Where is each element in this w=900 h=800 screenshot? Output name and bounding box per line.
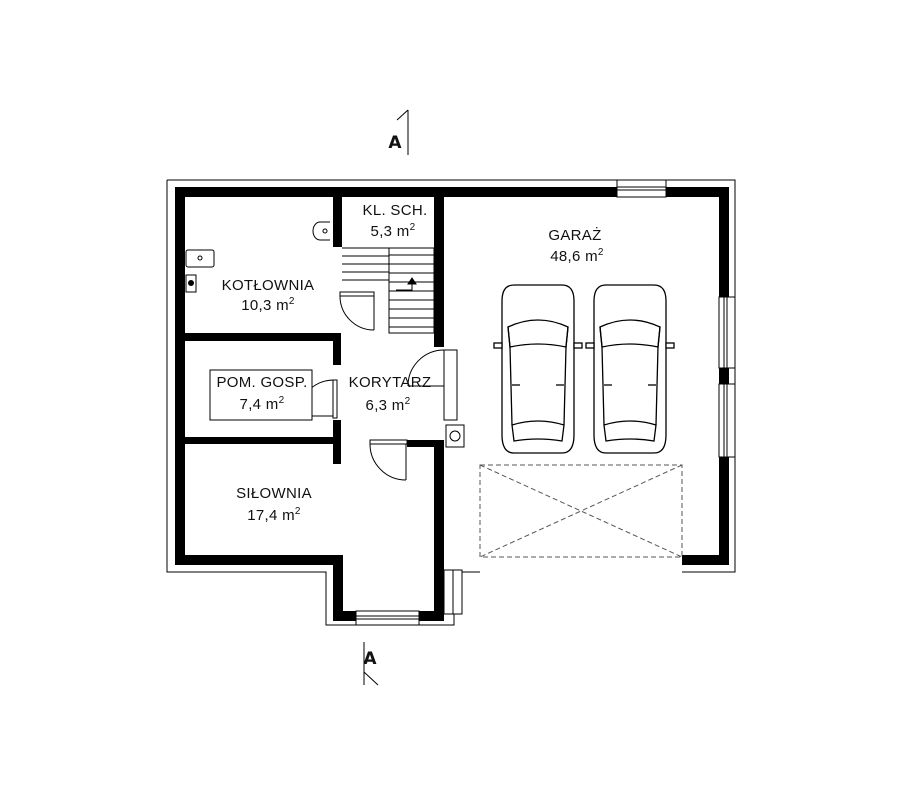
exterior-walls <box>175 187 729 621</box>
garage-door <box>479 464 683 558</box>
section-letter-top: A <box>388 133 402 153</box>
room-area-silownia: 17,4 m2 <box>247 506 301 524</box>
north-wall-east <box>666 187 729 197</box>
pom-gosp-counter <box>209 369 313 421</box>
room-area-klatka: 5,3 m2 <box>371 222 416 240</box>
sink-icon <box>185 249 215 268</box>
staircase <box>342 247 435 334</box>
washing-machine-icon <box>445 424 465 448</box>
room-name-kotlownia: KOTŁOWNIA <box>222 277 315 294</box>
stair-west-wall <box>333 197 342 247</box>
east-wall-south <box>719 457 729 565</box>
door-garage <box>407 349 458 421</box>
section-letter-bottom: A <box>363 649 377 669</box>
south-wall-west <box>175 555 335 565</box>
garage-south-stub <box>682 555 729 565</box>
section-marker-bottom: A <box>363 642 379 686</box>
bay-south-wall-b <box>419 611 444 621</box>
windows <box>355 179 736 626</box>
room-area-kotlownia: 10,3 m2 <box>241 296 295 314</box>
room-name-garaz: GARAŻ <box>548 226 601 244</box>
east-wall-north <box>719 187 729 297</box>
korytarz-sw-wall <box>333 420 341 464</box>
interior-walls <box>185 197 444 464</box>
kotlownia-south-wall <box>185 333 335 341</box>
car-left <box>493 284 583 454</box>
room-area-pom-gosp: 7,4 m2 <box>240 395 285 413</box>
room-labels: KOTŁOWNIA 10,3 m2 KL. SCH. 5,3 m2 GARAŻ … <box>216 202 603 524</box>
stair-arrow-icon <box>396 277 417 291</box>
room-area-garaz: 48,6 m2 <box>550 247 604 265</box>
korytarz-south-wall <box>407 440 444 447</box>
bay-south-wall-a <box>333 611 356 621</box>
water-tank-icon <box>312 221 330 241</box>
window-south-bay <box>355 610 420 626</box>
window-side-bay <box>443 569 463 615</box>
room-name-klatka: KL. SCH. <box>363 202 428 219</box>
bay-east-wall <box>434 445 444 621</box>
door-kotlownia <box>339 291 375 331</box>
room-name-pom-gosp: POM. GOSP. <box>216 374 307 391</box>
korytarz-west-wall <box>333 333 341 365</box>
boiler-icon <box>185 274 197 293</box>
garage-west-wall <box>434 187 444 347</box>
room-name-korytarz: KORYTARZ <box>349 374 432 391</box>
equipment <box>185 221 465 448</box>
east-wall-mid <box>719 368 729 384</box>
pom-gosp-south-wall <box>185 437 335 444</box>
window-east-2 <box>718 383 736 458</box>
car-right <box>585 284 675 454</box>
section-marker-top: A <box>388 109 409 155</box>
window-north-garage <box>616 179 667 198</box>
bay-west-wall <box>333 555 343 620</box>
window-east-1 <box>718 296 736 369</box>
west-wall <box>175 187 185 565</box>
north-wall <box>175 187 617 197</box>
door-silownia <box>369 439 408 481</box>
room-name-silownia: SIŁOWNIA <box>236 485 312 502</box>
room-area-korytarz: 6,3 m2 <box>366 396 411 414</box>
